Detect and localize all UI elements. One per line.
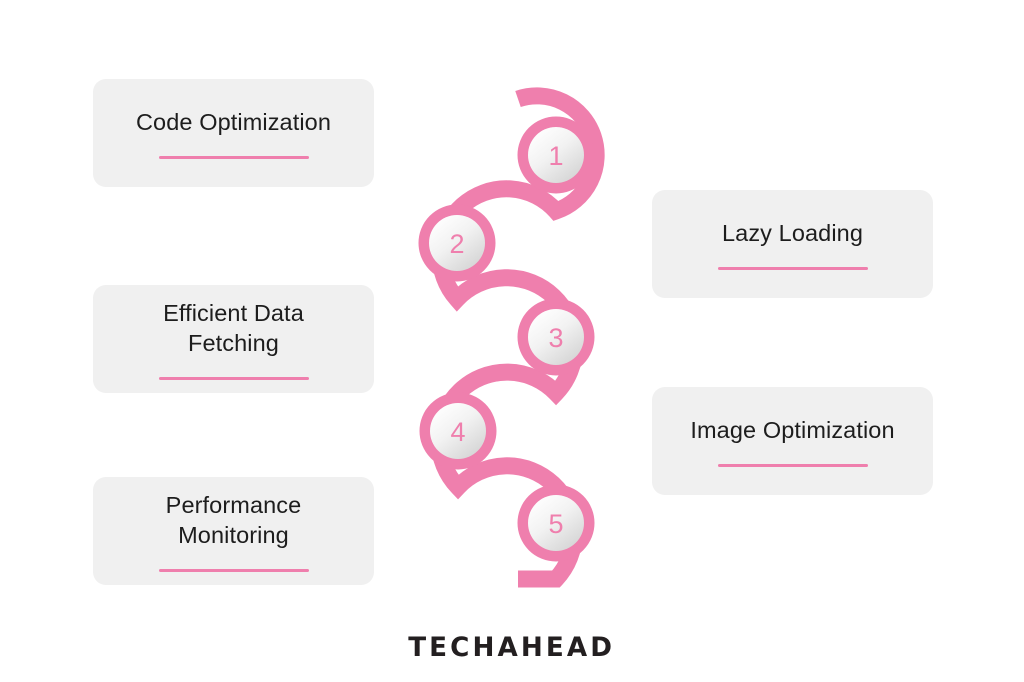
card-accent-rule (158, 377, 309, 381)
step-card-efficient-data-fetching[interactable]: Efficient Data Fetching (93, 285, 374, 393)
node-ring (517, 298, 595, 376)
node-ring (517, 484, 595, 562)
card-accent-rule (717, 464, 868, 468)
node-disc (528, 127, 584, 183)
node-disc (430, 403, 486, 459)
node-disc (429, 215, 485, 271)
spiral-node-4[interactable]: 4 (419, 392, 497, 470)
step-card-image-optimization[interactable]: Image Optimization (652, 387, 933, 495)
node-number: 3 (548, 323, 563, 353)
step-card-label: Performance Monitoring (165, 491, 302, 548)
step-card-label: Image Optimization (690, 416, 895, 443)
step-card-label: Efficient Data Fetching (163, 299, 304, 356)
step-card-label: Code Optimization (135, 108, 331, 135)
spiral-node-5[interactable]: 5 (517, 484, 595, 562)
node-number: 2 (449, 229, 464, 259)
spiral-node-2[interactable]: 2 (418, 204, 496, 282)
brand-wordmark: TECHAHEAD (408, 632, 616, 663)
node-number: 4 (450, 417, 465, 447)
node-ring (517, 116, 595, 194)
brand-logo: TECHAHEAD (0, 632, 1024, 663)
card-accent-rule (717, 267, 868, 271)
node-number: 5 (548, 509, 563, 539)
step-card-lazy-loading[interactable]: Lazy Loading (652, 190, 933, 298)
node-ring (418, 204, 496, 282)
card-accent-rule (158, 569, 309, 573)
node-disc (528, 495, 584, 551)
node-ring (419, 392, 497, 470)
spiral-node-1[interactable]: 1 (517, 116, 595, 194)
spiral-nodes: 1 2 3 4 5 (418, 116, 595, 562)
card-accent-rule (158, 156, 309, 160)
step-card-label: Lazy Loading (721, 219, 863, 246)
node-number: 1 (548, 141, 563, 171)
step-card-code-optimization[interactable]: Code Optimization (93, 79, 374, 187)
node-disc (528, 309, 584, 365)
serpentine-spiral-graphic: 1 2 3 4 5 (418, 87, 605, 588)
step-card-performance-monitoring[interactable]: Performance Monitoring (93, 477, 374, 585)
spiral-node-3[interactable]: 3 (517, 298, 595, 376)
